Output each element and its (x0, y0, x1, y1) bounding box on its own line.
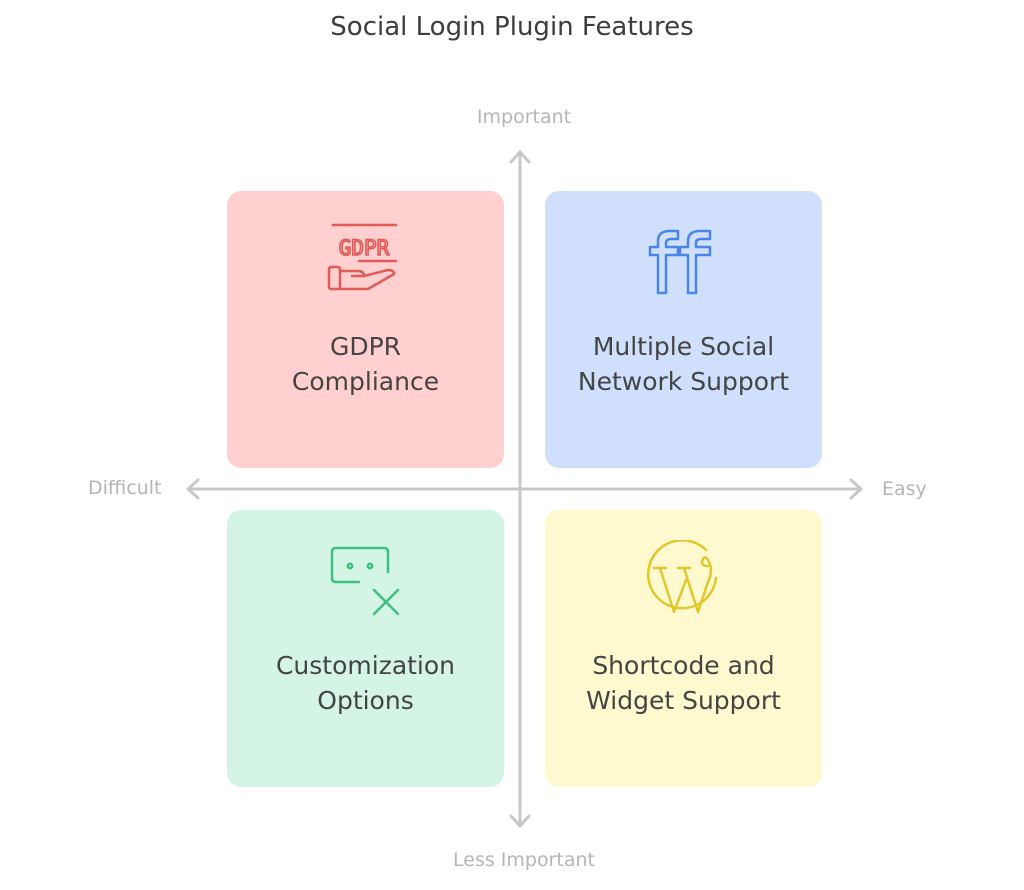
ff-icon (648, 229, 711, 295)
quadrant-shortcode-and-widget-support: Shortcode and Widget Support (545, 510, 822, 787)
axis-label-top: Important (476, 106, 572, 128)
quadrant-label-line1: GDPR (329, 332, 402, 361)
quadrant-gdpr-compliance: GDPR GDPR Compliance (227, 191, 504, 468)
wordpress-icon (646, 540, 717, 614)
arrow-right-icon (849, 478, 863, 500)
quadrant-label-line1: Shortcode and (592, 651, 775, 680)
axis-label-left: Difficult (88, 477, 162, 499)
svg-text:GDPR: GDPR (338, 236, 389, 260)
gdpr-hand-icon: GDPR (327, 223, 397, 291)
quadrant-label-line2: Options (317, 686, 414, 715)
axis-label-bottom: Less Important (453, 849, 595, 871)
quadrant-label-line2: Widget Support (586, 686, 781, 715)
quadrant-label-line2: Compliance (291, 367, 440, 396)
customize-x-icon (330, 546, 399, 616)
quadrant-label-line1: Multiple Social (592, 332, 775, 361)
quadrant-label-line2: Network Support (577, 367, 790, 396)
arrow-left-icon (186, 478, 200, 500)
quadrant-multiple-social-network-support: Multiple Social Network Support (545, 191, 822, 468)
quadrant-label-line1: Customization (275, 651, 456, 680)
arrow-up-icon (509, 150, 531, 164)
diagram-title: Social Login Plugin Features (330, 12, 694, 42)
arrow-down-icon (509, 814, 531, 828)
axis-label-right: Easy (882, 478, 927, 500)
quadrant-customization-options: Customization Options (227, 510, 504, 787)
